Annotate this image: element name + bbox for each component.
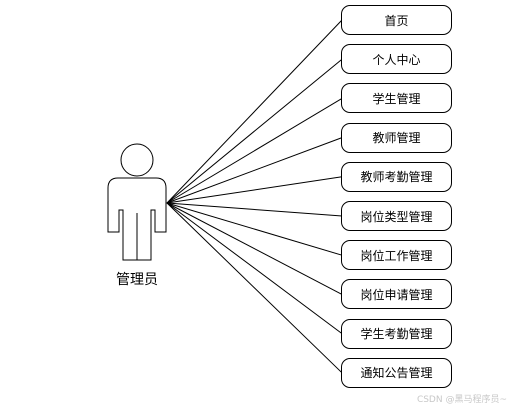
actor-figure bbox=[107, 143, 167, 261]
use-case-node: 通知公告管理 bbox=[341, 357, 452, 388]
connector-line bbox=[166, 202, 343, 374]
connector-line bbox=[166, 176, 343, 204]
connector-line bbox=[166, 202, 343, 335]
connector-line bbox=[166, 202, 343, 256]
use-case-node: 学生管理 bbox=[341, 83, 452, 114]
watermark: CSDN @黑马程序员~ bbox=[416, 395, 507, 405]
use-case-node: 岗位类型管理 bbox=[341, 201, 452, 231]
connector-lines bbox=[166, 19, 343, 374]
use-case-node: 岗位申请管理 bbox=[341, 279, 452, 310]
connector-line bbox=[166, 137, 343, 204]
use-case-node: 首页 bbox=[341, 5, 452, 35]
connector-line bbox=[166, 202, 343, 217]
use-case-node: 教师考勤管理 bbox=[341, 161, 452, 192]
use-case-node: 个人中心 bbox=[341, 44, 452, 75]
connector-line bbox=[166, 202, 343, 295]
connector-line bbox=[166, 97, 343, 204]
use-case-node: 教师管理 bbox=[341, 122, 452, 153]
actor-head bbox=[120, 143, 154, 177]
use-case-node: 岗位工作管理 bbox=[341, 240, 452, 271]
actor-label: 管理员 bbox=[116, 272, 158, 288]
connector-line bbox=[166, 58, 343, 204]
use-case-node: 学生考勤管理 bbox=[341, 318, 452, 349]
connector-line bbox=[166, 19, 343, 204]
